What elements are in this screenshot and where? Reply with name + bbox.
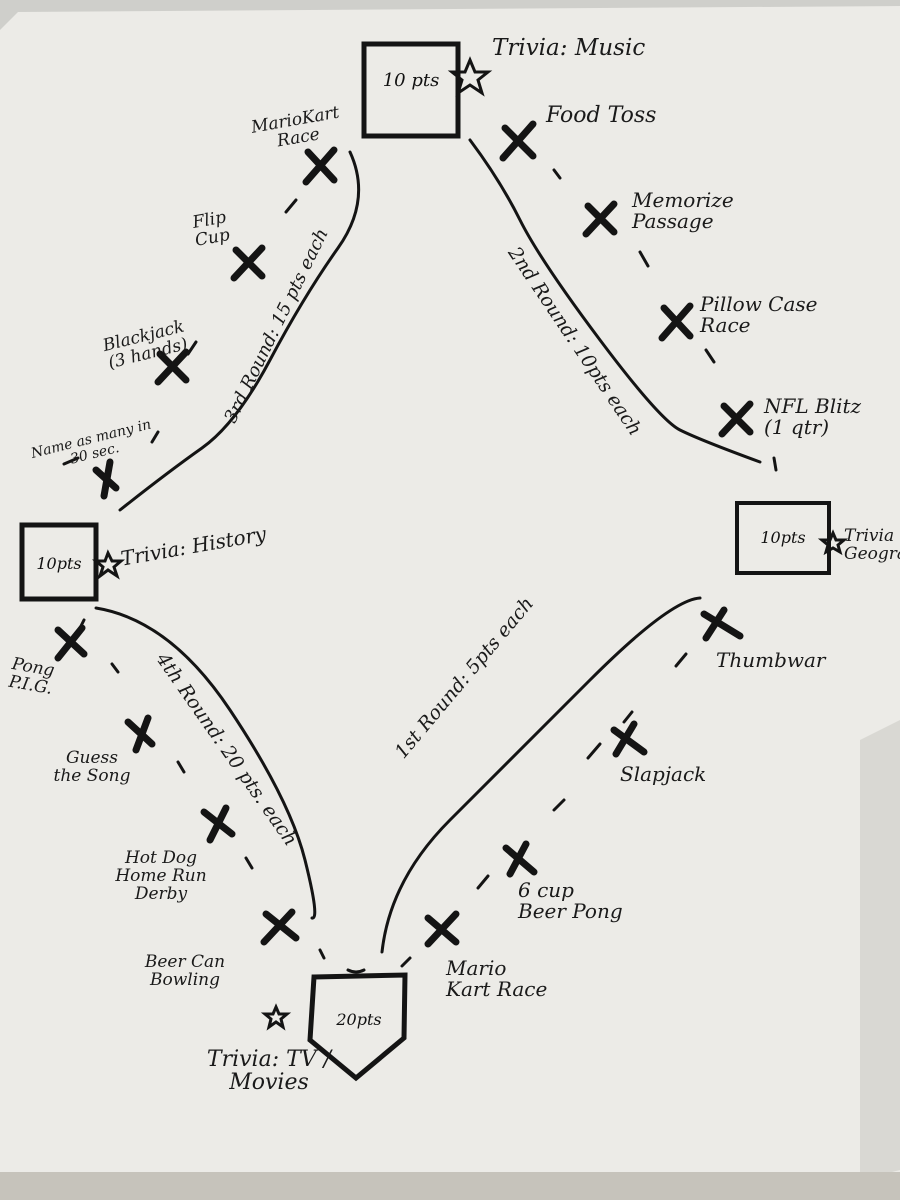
game-x-marks bbox=[54, 120, 754, 948]
trivia-music: Trivia: Music bbox=[492, 35, 646, 61]
bracket-third-round bbox=[118, 150, 361, 512]
trivia-star-icons bbox=[91, 56, 849, 1031]
home-plate-points: 20pts bbox=[336, 1010, 382, 1029]
third-base-points: 10pts bbox=[36, 554, 82, 573]
game-pillow-case-race: Pillow Case Race bbox=[700, 292, 818, 337]
game-slapjack: Slapjack bbox=[620, 762, 707, 786]
game-nfl-blitz: NFL Blitz (1 qtr) bbox=[764, 394, 862, 439]
game-hot-dog-derby: Hot Dog Home Run Derby bbox=[115, 848, 207, 904]
second-base-points: 10 pts bbox=[382, 70, 440, 91]
dash-marks bbox=[62, 168, 778, 968]
game-memorize-passage: Memorize Passage bbox=[632, 188, 734, 233]
first-base-box bbox=[735, 501, 831, 575]
floor-strip bbox=[0, 1172, 900, 1200]
home-plate bbox=[307, 972, 408, 1082]
trivia-tv-movies: Trivia: TV / Movies bbox=[206, 1047, 332, 1096]
game-thumbwar: Thumbwar bbox=[716, 648, 826, 672]
game-guess-the-song: Guess the Song bbox=[53, 748, 131, 786]
game-beer-can-bowling: Beer Can Bowling bbox=[144, 952, 226, 990]
game-food-toss: Food Toss bbox=[546, 103, 657, 128]
game-mario-kart-race: Mario Kart Race bbox=[446, 956, 548, 1001]
board-shadow bbox=[860, 720, 900, 1180]
foam-board bbox=[0, 6, 900, 1172]
bracket-first-round bbox=[380, 596, 702, 954]
first-base-points: 10pts bbox=[760, 528, 806, 547]
game-6-cup-beer-pong: 6 cup Beer Pong bbox=[518, 878, 623, 923]
bracket-second-round bbox=[468, 138, 762, 464]
trivia-geography: Trivia Geography bbox=[844, 528, 900, 564]
bracket-fourth-round bbox=[94, 606, 317, 920]
